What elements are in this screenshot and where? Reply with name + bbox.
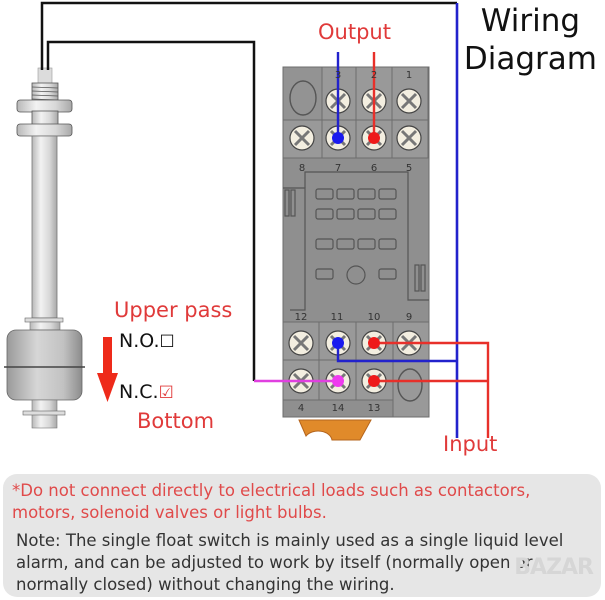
title-line-1: Wiring bbox=[480, 3, 581, 39]
dot-terminal-10 bbox=[368, 337, 380, 349]
unchecked-box-icon: ☐ bbox=[159, 332, 175, 352]
dot-terminal-7 bbox=[332, 132, 344, 144]
terminal-label-3: 3 bbox=[335, 70, 341, 81]
normally-closed-label: N.C. bbox=[119, 381, 159, 403]
title-line-2: Diagram bbox=[463, 41, 597, 77]
bottom-label: Bottom bbox=[137, 409, 215, 433]
dot-terminal-11 bbox=[332, 337, 344, 349]
float-stop-ring-top bbox=[24, 317, 64, 323]
normally-open-label: N.O. bbox=[119, 330, 160, 352]
page-title: Wiring Diagram bbox=[464, 2, 597, 78]
terminal-screw-icon bbox=[289, 125, 315, 151]
terminal-screw-icon bbox=[288, 330, 314, 356]
float-wire-outer bbox=[40, 1, 457, 70]
note-text: Note: The single float switch is mainly … bbox=[16, 531, 564, 594]
terminal-label-4: 4 bbox=[298, 403, 304, 414]
terminal-label-7: 7 bbox=[335, 163, 341, 174]
float-wire-stub bbox=[37, 67, 53, 85]
mount-hole-top bbox=[289, 80, 317, 116]
terminal-screw-icon bbox=[396, 88, 422, 114]
terminal-label-14: 14 bbox=[332, 403, 345, 414]
input-wire-red-10 bbox=[374, 341, 490, 438]
float-wire-inner bbox=[46, 40, 256, 381]
output-label: Output bbox=[318, 20, 391, 44]
terminal-label-10: 10 bbox=[368, 312, 381, 323]
float-nut-lower bbox=[16, 123, 73, 137]
float-stem bbox=[31, 135, 58, 319]
float-nut-upper bbox=[16, 99, 73, 113]
terminal-label-13: 13 bbox=[368, 403, 381, 414]
terminal-screw-icon bbox=[396, 125, 422, 151]
normally-open-option: N.O.☐ bbox=[119, 330, 175, 352]
terminal-label-12: 12 bbox=[295, 312, 308, 323]
terminal-label-2: 2 bbox=[371, 70, 377, 81]
upper-pass-label: Upper pass bbox=[114, 298, 233, 322]
float-switch bbox=[4, 67, 85, 429]
down-arrow-icon bbox=[97, 337, 118, 402]
input-label: Input bbox=[443, 432, 498, 456]
dot-terminal-13 bbox=[368, 375, 380, 387]
terminal-label-1: 1 bbox=[406, 70, 412, 81]
retaining-clip bbox=[298, 419, 372, 441]
mount-hole-bottom bbox=[397, 368, 423, 402]
terminal-label-6: 6 bbox=[371, 163, 377, 174]
float-stop-ring-bottom bbox=[22, 410, 66, 416]
warning-text: *Do not connect directly to electrical l… bbox=[12, 481, 531, 522]
terminal-label-9: 9 bbox=[406, 312, 412, 323]
float-ball bbox=[6, 329, 83, 401]
terminal-label-8: 8 bbox=[299, 163, 305, 174]
watermark: BAZAR bbox=[514, 555, 594, 580]
relay-pin-slots bbox=[315, 188, 397, 285]
note-panel bbox=[3, 474, 601, 597]
terminal-label-11: 11 bbox=[331, 312, 344, 323]
checked-box-icon: ☑ bbox=[158, 383, 174, 403]
normally-closed-option: N.C.☑ bbox=[119, 381, 174, 403]
dot-terminal-6 bbox=[368, 132, 380, 144]
terminal-label-5: 5 bbox=[406, 163, 412, 174]
dot-terminal-14 bbox=[332, 375, 344, 387]
